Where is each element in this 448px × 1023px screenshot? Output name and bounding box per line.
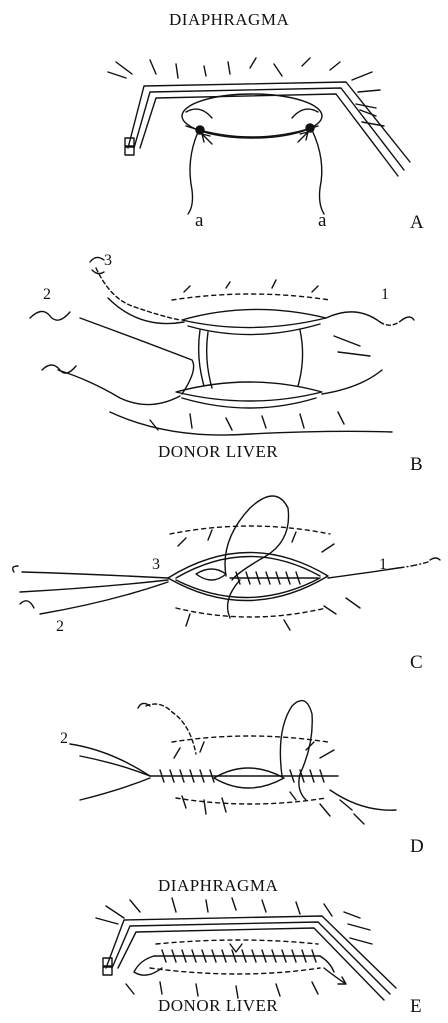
panel-b-suture-1: 1 (381, 286, 389, 304)
panel-e-caption: DONOR LIVER (158, 996, 278, 1016)
panel-label-d: D (410, 836, 424, 858)
panel-c-suture-3: 3 (152, 556, 160, 574)
panel-a-title: DIAPHRAGMA (169, 10, 289, 30)
panel-b-suture-2: 2 (43, 286, 51, 304)
panel-c-suture-2: 2 (56, 618, 64, 636)
panel-e-drawing (96, 898, 396, 1000)
panel-label-e: E (410, 996, 422, 1018)
panel-b-caption: DONOR LIVER (158, 442, 278, 462)
panel-c-drawing (13, 496, 440, 630)
panel-b-drawing (30, 257, 414, 435)
panel-e-title: DIAPHRAGMA (158, 876, 278, 896)
panel-d-drawing (70, 701, 396, 824)
suture-label-a-left: a (195, 210, 203, 232)
panel-label-c: C (410, 652, 423, 674)
panel-c-suture-1: 1 (379, 556, 387, 574)
panel-d-suture-2: 2 (60, 730, 68, 748)
panel-b-suture-3: 3 (104, 252, 112, 270)
panel-label-a: A (410, 212, 424, 234)
panel-a-drawing (108, 58, 410, 214)
suture-label-a-right: a (318, 210, 326, 232)
panel-label-b: B (410, 454, 423, 476)
